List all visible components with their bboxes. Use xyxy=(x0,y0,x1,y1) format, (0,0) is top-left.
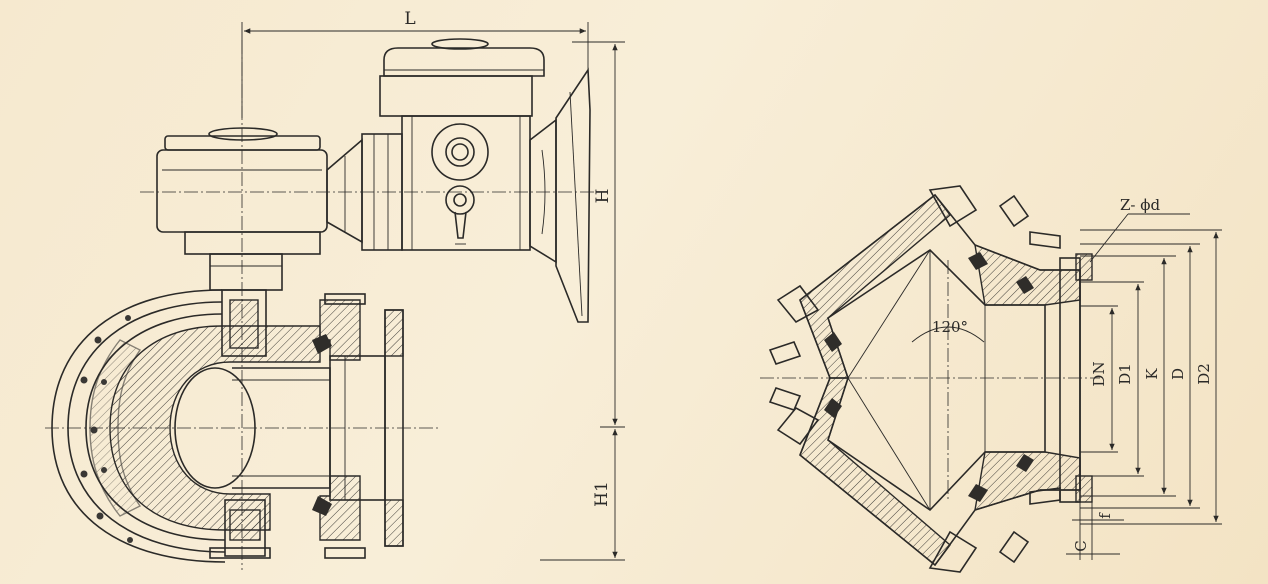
dimension-H: H xyxy=(572,41,625,428)
bolt-callout-label: Z- ϕd xyxy=(1120,196,1160,214)
front-view: L H H1 xyxy=(45,9,625,570)
dim-f-label: f xyxy=(1096,512,1114,519)
bolt-callout: Z- ϕd xyxy=(1089,196,1190,263)
dim-DN-label: DN xyxy=(1090,361,1108,386)
handwheel xyxy=(529,67,591,323)
dimension-H-label: H xyxy=(593,189,613,204)
flange-dimensions: DN D1 K D D2 xyxy=(1080,229,1222,525)
dim-D-label: D xyxy=(1169,368,1187,380)
dimension-L: L xyxy=(241,9,589,118)
dimension-H1: H1 xyxy=(540,429,625,561)
angle-annotation: 120° xyxy=(911,318,985,343)
dim-C-label: C xyxy=(1072,540,1090,551)
flange-thickness-dimensions: f C xyxy=(1066,480,1124,560)
valve-body xyxy=(51,289,404,563)
angle-label: 120° xyxy=(932,318,968,336)
dim-D2-label: D2 xyxy=(1195,363,1213,385)
dim-K-label: K xyxy=(1143,368,1161,380)
dimension-L-label: L xyxy=(404,9,415,29)
dim-D1-label: D1 xyxy=(1116,363,1134,385)
worm-gearbox xyxy=(379,38,545,251)
section-view: DN D1 K D D2 f C Z- ϕd xyxy=(760,185,1222,573)
y-body xyxy=(768,185,1093,573)
flange-bolt-holes xyxy=(80,315,133,543)
dimension-H1-label: H1 xyxy=(592,481,612,507)
